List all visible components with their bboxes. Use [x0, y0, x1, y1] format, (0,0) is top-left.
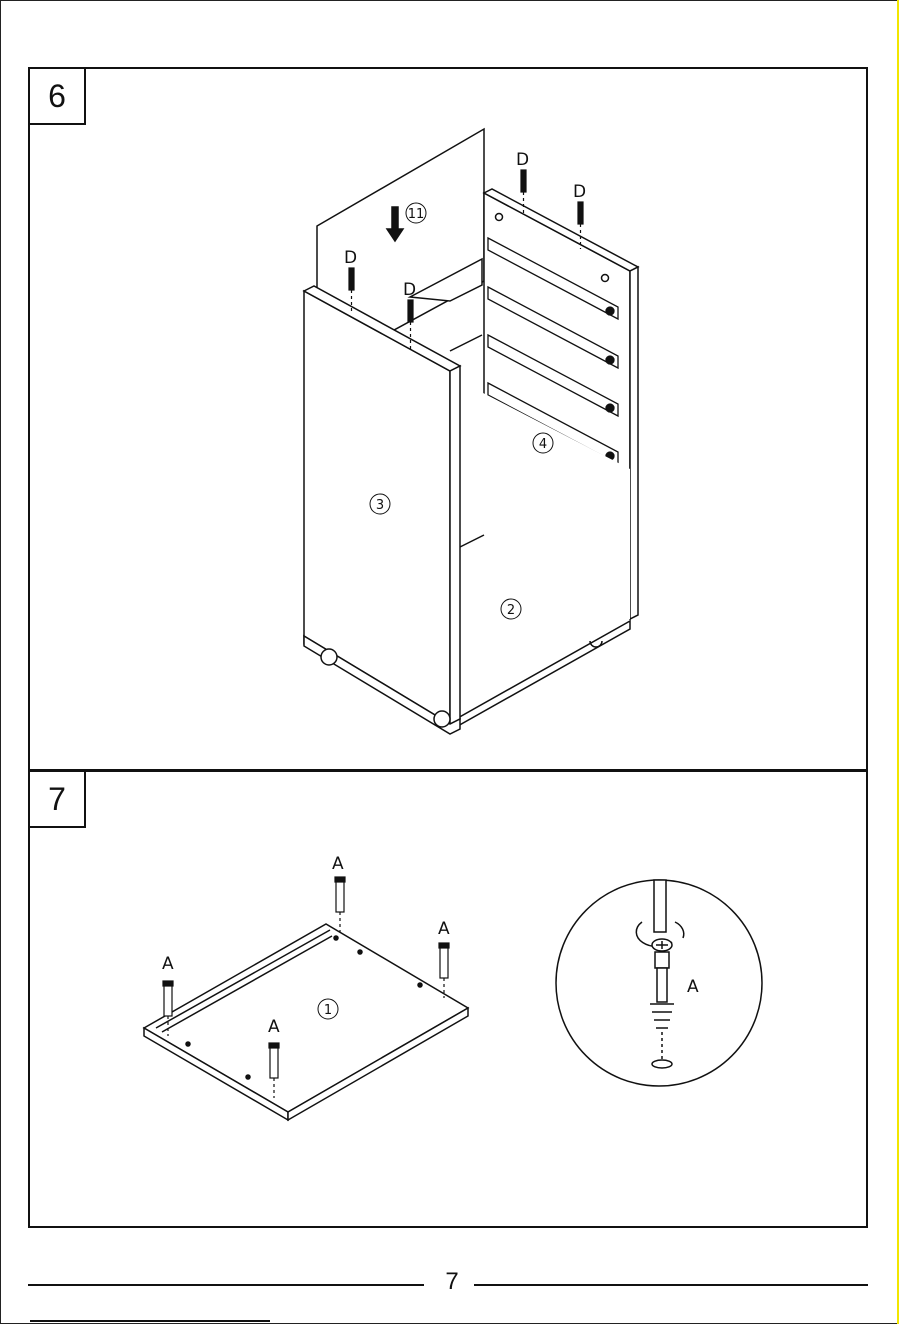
screw-d-label: D	[344, 248, 357, 268]
part-4-label: 4	[539, 437, 547, 452]
cam-bolt-a-label: A	[268, 1017, 280, 1037]
step-6-illustration: D D D D 11 3 4 2	[30, 69, 866, 769]
cam-bolt-a-detail-label: A	[687, 977, 699, 997]
part-2-label: 2	[507, 603, 515, 618]
footer-rule-left	[28, 1284, 424, 1286]
page-number: 7	[438, 1268, 466, 1296]
part-3-label: 3	[376, 498, 384, 513]
part-1-label: 1	[324, 1003, 332, 1018]
bottom-edge-strip	[30, 1320, 270, 1322]
screw-d-label: D	[516, 150, 529, 170]
top-panel-1	[144, 924, 468, 1120]
screw-d-label: D	[573, 182, 586, 202]
screw-d-label: D	[403, 280, 416, 300]
cam-bolt-a-label: A	[162, 954, 174, 974]
detail-magnifier	[556, 880, 762, 1086]
cam-bolt-a-label: A	[438, 919, 450, 939]
step-7-illustration: A A A A 1 A	[30, 772, 866, 1226]
footer-rule-right	[474, 1284, 868, 1286]
part-11-label: 11	[408, 207, 425, 222]
cam-bolt-a-label: A	[332, 854, 344, 874]
step-6-panel: 6	[28, 67, 868, 771]
step-7-panel: 7	[28, 770, 868, 1228]
